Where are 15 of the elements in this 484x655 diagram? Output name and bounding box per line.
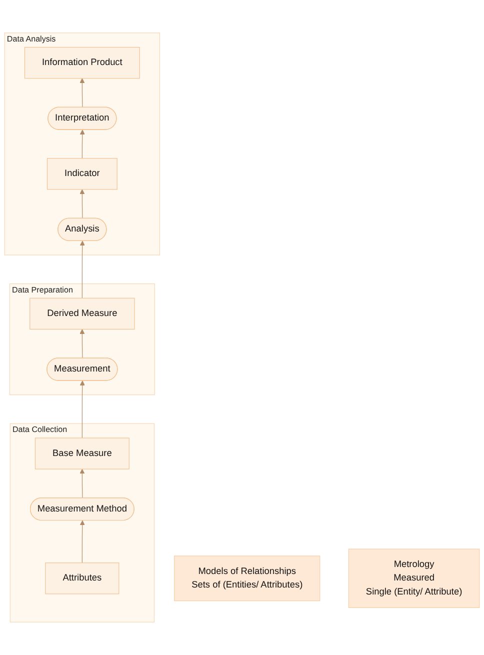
arrow xyxy=(80,189,85,219)
node-box: Derived Measure xyxy=(30,298,135,330)
node-box: Metrology Measured Single (Entity/ Attribute) xyxy=(348,548,480,608)
arrow xyxy=(80,520,85,564)
arrow xyxy=(80,380,85,438)
node-box: Information Product xyxy=(24,47,140,79)
node-box: Attributes xyxy=(45,562,120,594)
node-box: Base Measure xyxy=(34,438,130,470)
arrow xyxy=(80,329,85,359)
arrow xyxy=(80,468,85,498)
arrow xyxy=(80,78,85,108)
arrow xyxy=(80,240,85,298)
arrow xyxy=(80,130,85,159)
node-box: Indicator xyxy=(46,158,118,190)
node-box: Models of Relationships Sets of (Entities/ Attributes) xyxy=(174,556,320,602)
